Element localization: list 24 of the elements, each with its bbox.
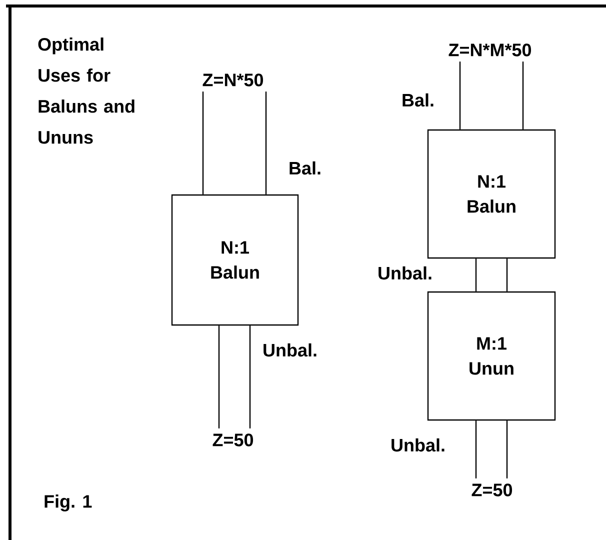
impedance-label: Z=50: [212, 434, 254, 446]
wire: [522, 62, 524, 130]
line-label: Bal.: [290, 161, 320, 175]
wire: [218, 326, 220, 428]
wire: [475, 258, 477, 292]
device-box: M:1 Unun: [427, 291, 556, 421]
impedance-label: Z=50: [472, 484, 512, 496]
device-box: N:1 Balun: [427, 129, 556, 259]
wire: [506, 258, 508, 292]
wire: [506, 420, 508, 478]
impedance-label: Z=N*50: [202, 74, 264, 86]
title: Optimal Uses for Baluns and Ununs: [38, 38, 134, 144]
wire: [459, 62, 461, 130]
wire: [202, 92, 204, 194]
line-label: Unbal.: [392, 438, 444, 452]
wire: [265, 92, 267, 194]
line-label: Bal.: [402, 93, 434, 107]
caption: Fig. 1: [44, 494, 92, 512]
wire: [475, 420, 477, 478]
wire: [249, 326, 251, 428]
device-box: N:1 Balun: [171, 194, 299, 326]
impedance-label: Z=N*M*50: [448, 44, 532, 56]
line-label: Unbal.: [378, 266, 432, 280]
line-label: Unbal.: [264, 343, 316, 357]
